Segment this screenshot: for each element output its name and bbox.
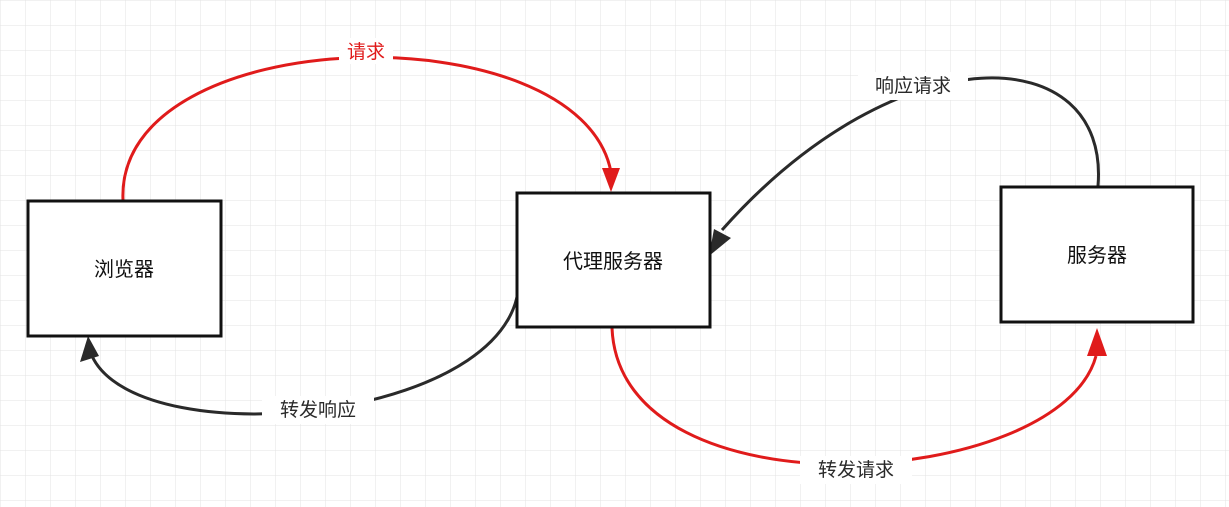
node-browser-box [26, 199, 223, 338]
edge-request-arrowhead [602, 168, 620, 192]
node-server-box [999, 185, 1195, 324]
edge-response-request-label: 响应请求 [875, 75, 951, 97]
node-proxy-label: 代理服务器 [563, 249, 663, 273]
edge-forward-request: 转发请求 [610, 327, 1107, 484]
edge-response-request-line [720, 76, 1100, 231]
edge-response-request-label-bg [858, 72, 968, 100]
node-browser-label: 浏览器 [94, 257, 154, 281]
node-browser: 浏览器 [26, 199, 223, 338]
node-proxy-box [515, 191, 712, 329]
edge-forward-request-label-bg [800, 456, 912, 484]
node-proxy: 代理服务器 [515, 191, 712, 329]
edge-response-request: 响应请求 [709, 72, 1100, 256]
edge-request-label-bg [339, 38, 393, 64]
node-server: 服务器 [999, 185, 1195, 324]
edge-request: 请求 [121, 38, 620, 201]
edge-forward-response-arrowhead [80, 336, 99, 362]
edge-forward-response: 转发响应 [80, 267, 521, 424]
edge-forward-response-label: 转发响应 [280, 399, 356, 421]
edge-forward-request-label: 转发请求 [818, 459, 894, 481]
edge-forward-response-label-bg [262, 396, 374, 424]
node-server-label: 服务器 [1067, 243, 1127, 267]
edge-request-label: 请求 [347, 41, 385, 63]
edge-response-request-arrowhead [709, 229, 731, 256]
edge-forward-request-arrowhead [1087, 328, 1107, 356]
